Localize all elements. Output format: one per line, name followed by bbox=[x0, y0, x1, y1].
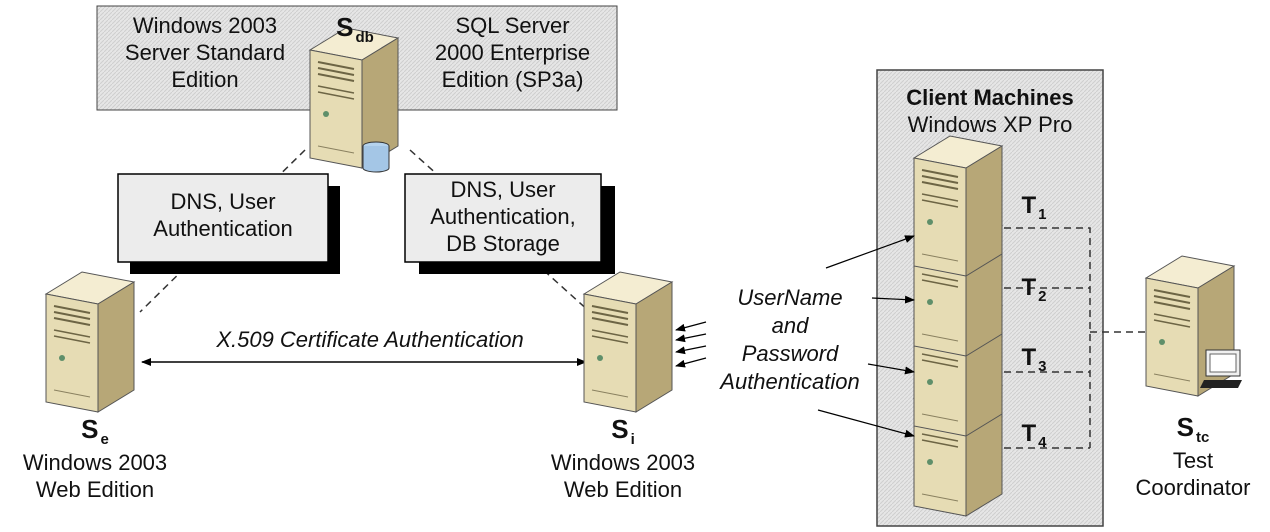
auth-label: UserName and Password Authentication bbox=[720, 285, 860, 394]
inbound-arrow-4 bbox=[675, 357, 707, 368]
server-e bbox=[45, 271, 135, 413]
server-i bbox=[583, 271, 673, 413]
db-os-text: Windows 2003 Server Standard Edition bbox=[124, 13, 286, 92]
inbound-arrow-3 bbox=[675, 345, 707, 355]
auth-arrow-2 bbox=[871, 295, 915, 304]
db-sql-text: SQL Server 2000 Enterprise Edition (SP3a… bbox=[434, 13, 591, 92]
terminal-links bbox=[1004, 227, 1146, 449]
callout-left-box bbox=[117, 173, 329, 263]
auth-arrow-4 bbox=[817, 409, 915, 438]
callout-right-text: DNS, User Authentication, DB Storage bbox=[430, 177, 576, 256]
client-panel-title: Client Machines Windows XP Pro bbox=[906, 85, 1074, 137]
certificate-label: X.509 Certificate Authentication bbox=[216, 327, 524, 352]
server-db bbox=[309, 27, 399, 173]
callout-left-text: DNS, User Authentication bbox=[153, 189, 293, 241]
callout-right-box bbox=[404, 173, 602, 263]
auth-arrow-1 bbox=[825, 235, 915, 269]
server-tc bbox=[1145, 255, 1242, 397]
client-server-t1 bbox=[913, 135, 1003, 277]
auth-arrow-3 bbox=[867, 363, 915, 375]
monitor-icon bbox=[1200, 349, 1242, 388]
inbound-arrow-1 bbox=[675, 321, 707, 332]
inbound-arrow-2 bbox=[675, 333, 707, 343]
